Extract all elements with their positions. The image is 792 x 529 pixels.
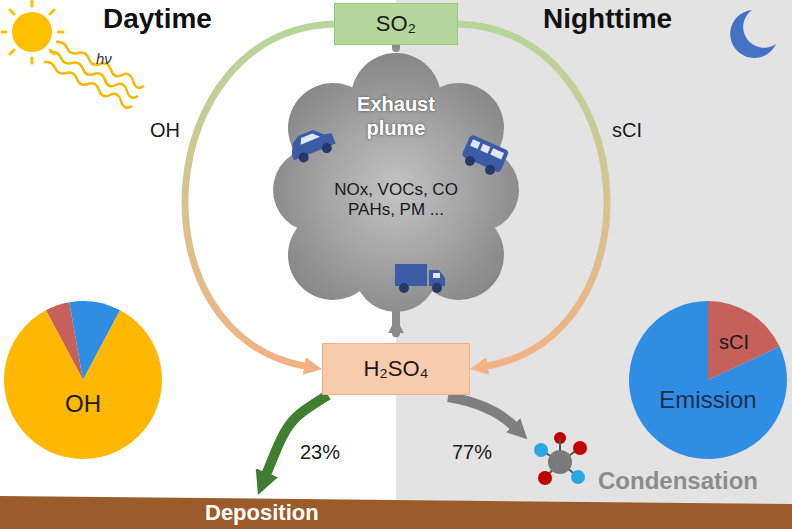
process-label: Condensation [598,467,758,496]
night-ground [396,0,792,529]
edge-label: 23% [300,440,340,464]
node-text: Exhaust plume [341,92,451,140]
pie-slices [628,300,788,460]
process-box: SO₂ [334,3,458,45]
pie-chart: OH [3,300,163,460]
condensation-arrow [448,397,516,428]
node-text: NOx, VOCs, CO PAHs, PM ... [329,180,464,221]
pie-slice [4,310,162,459]
pie-slice [629,301,787,459]
exhaust-cloud: Exhaust plumeNOx, VOCs, CO PAHs, PM ... [271,50,521,316]
edge-label: OH [150,118,180,142]
edge-label: sCI [612,118,642,142]
ground-fill [0,496,792,529]
moon-icon [730,10,776,58]
fraction-label: 77% [452,440,492,464]
light-waves [44,42,144,108]
node-text: SO₂ [376,11,416,37]
car-icon [286,124,338,166]
node-text: OH [65,390,101,419]
panel-title: Nighttime [543,2,672,36]
connector [392,310,400,333]
node-text: sCI [719,330,749,354]
node-text: Deposition [205,500,319,526]
pie-chart: sCI Emission [628,300,788,460]
day-ground [0,0,396,529]
node-text: Emission [659,386,756,415]
panel-title: Daytime [103,2,212,36]
pie-slices [3,300,163,460]
bus-icon [459,134,510,178]
connector [265,395,328,477]
photon-label: hν [96,50,112,68]
molecule-icon [534,432,587,485]
truck-icon [395,264,445,293]
node-text: H₂SO₄ [363,356,428,382]
sun-icon [2,1,63,63]
process-box: H₂SO₄ [322,343,470,395]
